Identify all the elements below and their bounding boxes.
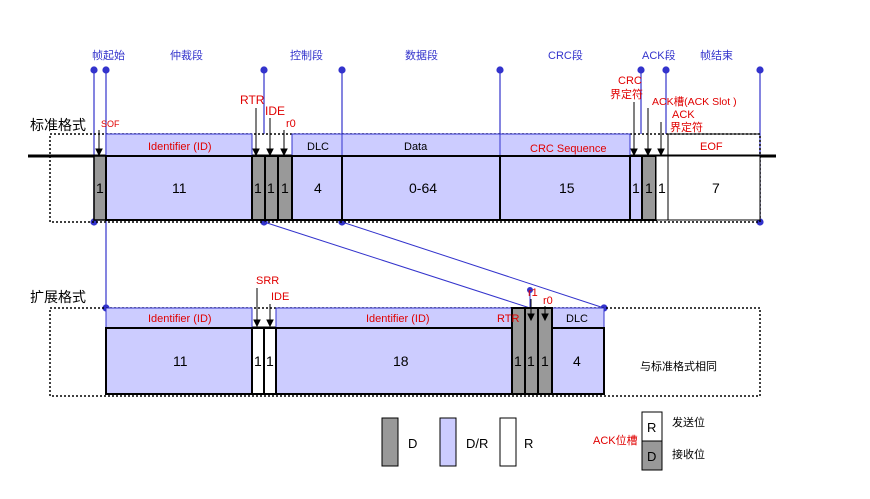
std-ack-delim-line2: 界定符 [670,120,703,134]
std-bits-dlc: 4 [314,180,322,196]
legend: D D/R R ACK位槽 R D 发送位 接收位 [381,411,705,471]
std-bits-crc-delim: 1 [632,180,640,196]
std-bits-r0: 1 [281,180,289,196]
segment-control: 控制段 [290,48,323,62]
ext-arrows [253,288,549,328]
std-bits-sof: 1 [96,180,104,196]
legend-r-swatch [499,417,517,467]
std-bits-ack-slot: 1 [645,180,653,196]
ext-id2-field [275,327,513,395]
std-ide-annotation: IDE [265,104,285,118]
segment-arbitration: 仲裁段 [170,48,203,62]
ext-identifier1-label: Identifier (ID) [148,313,212,325]
legend-r-label: R [524,436,533,451]
std-crc-label: CRC Sequence [530,143,606,155]
legend-ack-d-box [641,440,663,471]
ext-rtr-annotation: RTR [497,313,519,325]
std-eof-label: EOF [700,141,723,153]
std-arrows [95,102,665,157]
ext-bits-id1: 11 [173,353,188,369]
connector-lines [263,221,605,309]
legend-d-label: D [408,436,417,451]
ext-identifier2-label: Identifier (ID) [366,313,430,325]
ext-same-as-standard: 与标准格式相同 [640,359,717,373]
segment-ack: ACK段 [642,48,676,62]
standard-title: 标准格式 [30,117,86,133]
std-bits-ack-delim: 1 [658,180,666,196]
legend-send-bit: 发送位 [672,415,705,429]
ext-bits-id2: 18 [393,353,409,369]
ext-r1-bit [524,307,539,395]
legend-dr-label: D/R [466,436,488,451]
ext-bits-srr: 1 [254,353,262,369]
segment-frame-end: 帧结束 [700,48,733,62]
legend-ack-slot-label: ACK位槽 [593,433,638,447]
std-crc-delim-line2: 界定符 [610,87,643,101]
std-bits-rtr: 1 [254,180,262,196]
ext-ide-annotation: IDE [271,291,289,303]
extended-title: 扩展格式 [30,289,86,305]
std-rtr-annotation: RTR [240,93,265,107]
legend-ack-r: R [647,420,656,435]
legend-dr-swatch [439,417,457,467]
ext-id1-field [105,327,253,395]
extended-outer-frame [49,307,761,397]
std-id-field [105,155,253,221]
ext-r1-annotation: r1 [528,287,538,299]
ext-bits-r1: 1 [527,353,535,369]
segment-frame-start: 帧起始 [92,48,125,62]
std-bits-data: 0-64 [409,180,437,196]
std-bits-id: 11 [172,180,187,196]
std-ack-slot-annotation: ACK槽(ACK Slot ) [652,96,737,108]
std-r0-annotation: r0 [286,118,296,130]
ext-dlc-field [551,327,605,395]
std-bits-eof: 7 [712,180,720,196]
standard-marker-lines [90,66,764,312]
legend-recv-bit: 接收位 [672,447,705,461]
std-eof-field [667,155,761,221]
std-crc-field [499,155,631,221]
segment-crc: CRC段 [548,48,583,62]
std-data-label: Data [404,141,428,153]
std-sof-annotation: SOF [101,119,120,129]
std-bits-crc: 15 [559,180,575,196]
ext-bits-ide: 1 [266,353,274,369]
std-data-field [341,155,501,221]
ext-dlc-label: DLC [566,313,588,325]
ext-bits-dlc: 4 [573,353,581,369]
std-dlc-label: DLC [307,141,329,153]
std-dlc-field [291,155,343,221]
std-identifier-label: Identifier (ID) [148,141,212,153]
std-crc-delim-line1: CRC [618,75,642,87]
legend-ack-d: D [647,449,656,464]
legend-d-swatch [381,417,399,467]
ext-srr-annotation: SRR [256,275,279,287]
std-bits-ide: 1 [267,180,275,196]
ext-bits-r0: 1 [541,353,549,369]
ext-bits-rtr: 1 [514,353,522,369]
std-ack-delim-line1: ACK [672,109,695,121]
ext-r0-annotation: r0 [543,295,553,307]
segment-header: 帧起始 仲裁段 控制段 数据段 CRC段 ACK段 帧结束 [92,48,733,62]
segment-data: 数据段 [405,48,438,62]
